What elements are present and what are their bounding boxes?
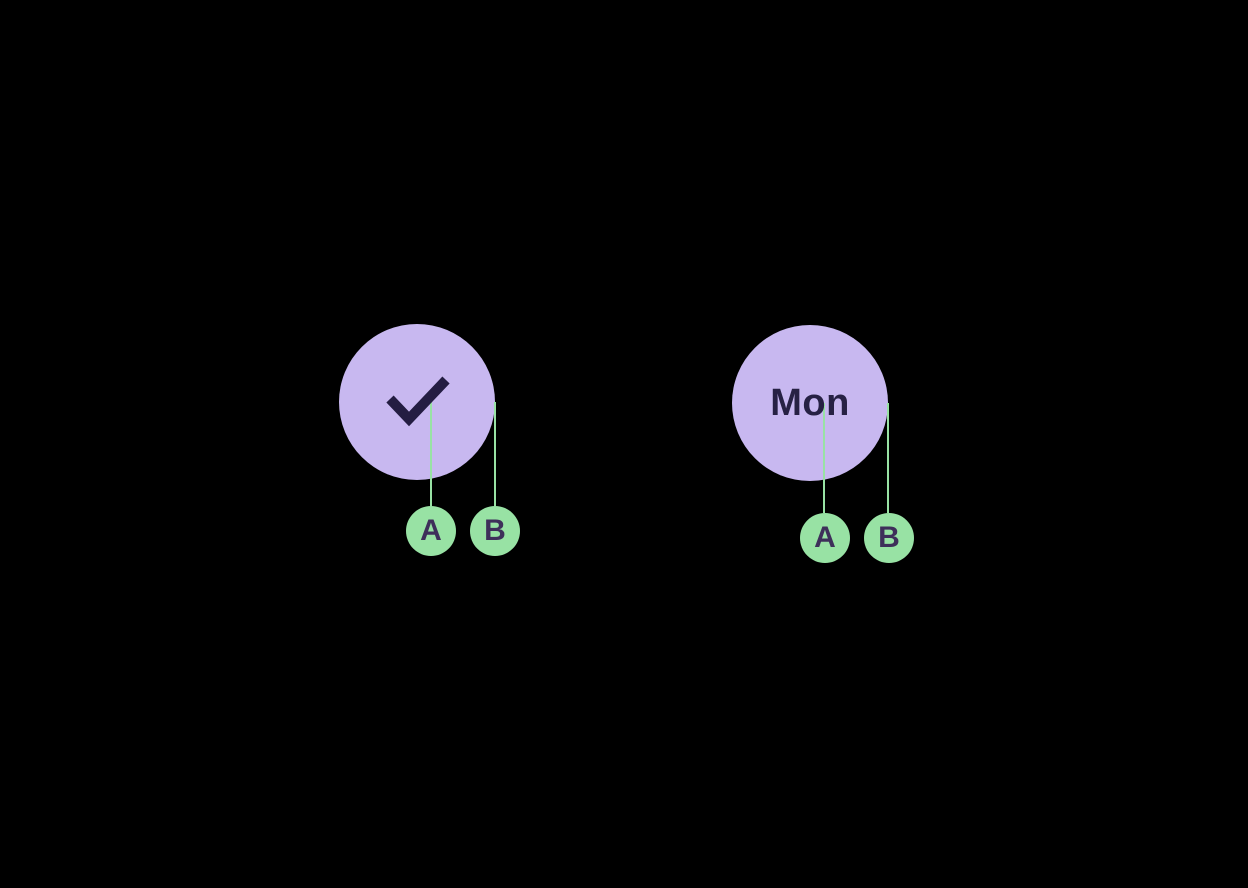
checkmark-icon <box>386 376 450 427</box>
callout-badge-a: A <box>406 506 456 556</box>
callout-badge-a-label: A <box>814 521 836 554</box>
callout-badge-a-label: A <box>420 514 442 547</box>
callout-line-a <box>823 403 825 513</box>
callout-badge-a: A <box>800 513 850 563</box>
callout-badge-b-label: B <box>484 514 506 547</box>
callout-badge-b: B <box>864 513 914 563</box>
callout-line-b <box>887 403 889 513</box>
callout-line-a <box>430 402 432 506</box>
checked-node-circle <box>339 324 495 480</box>
callout-line-b <box>494 402 496 506</box>
mon-node-label: Mon <box>770 381 850 424</box>
mon-node-circle <box>732 325 888 481</box>
callout-badge-b-label: B <box>878 521 900 554</box>
callout-badge-b: B <box>470 506 520 556</box>
